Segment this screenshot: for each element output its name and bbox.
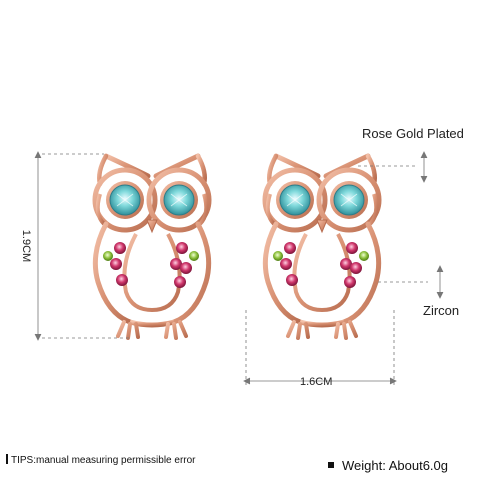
zircon-callout [378, 265, 444, 299]
height-dimension [34, 151, 132, 341]
stone-label: Zircon [423, 303, 460, 318]
weight-text: Weight: About6.0g [342, 458, 449, 473]
width-dimension [243, 310, 397, 386]
weight-note: Weight: About6.0g [328, 458, 448, 473]
tips-text: TIPS:manual measuring permissible error [11, 455, 196, 466]
tips-marker [6, 454, 8, 464]
plating-label: Rose Gold Plated [362, 126, 464, 141]
owl-earring-right [265, 156, 379, 338]
height-label: 1.9CM [20, 229, 32, 263]
width-label: 1.6CM [300, 376, 333, 388]
plating-callout [358, 151, 428, 183]
weight-bullet [328, 462, 334, 468]
owl-earring-left [95, 156, 209, 338]
tips-note: TIPS:manual measuring permissible error [6, 454, 196, 466]
